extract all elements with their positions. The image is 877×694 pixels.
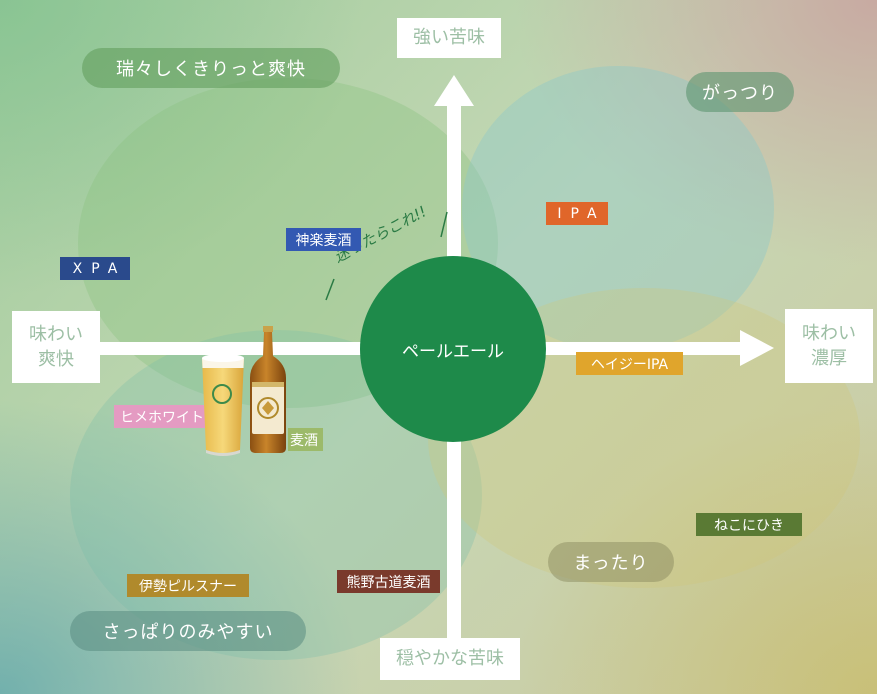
axis-label-crisp-line1: 味わい: [29, 323, 83, 345]
beer-tag-partially-hidden[interactable]: 麦酒: [288, 428, 323, 451]
annotation-mark-right: [440, 211, 448, 238]
glass-icon: [202, 354, 244, 456]
region-label-mellow: まったり: [548, 542, 674, 582]
horizontal-arrow-head-icon: [740, 330, 774, 366]
beer-tag-hime-white[interactable]: ヒメホワイト: [114, 405, 210, 428]
center-beer-pale-ale[interactable]: ペールエール: [360, 256, 546, 442]
region-label-hearty: がっつり: [686, 72, 794, 112]
axis-label-mild-bitterness: 穏やかな苦味: [380, 638, 520, 680]
axis-label-rich-line1: 味わい: [802, 322, 856, 344]
vertical-arrow-head-icon: [434, 75, 474, 106]
axis-label-rich-line2: 濃厚: [811, 348, 847, 369]
annotation-mark-left: [325, 278, 335, 301]
beer-tag-ipa[interactable]: IPA: [546, 202, 608, 225]
beer-tag-kumano-kodo[interactable]: 熊野古道麦酒: [337, 570, 440, 593]
beer-tag-ise-pilsner[interactable]: 伊勢ピルスナー: [127, 574, 249, 597]
axis-label-rich-taste: 味わい 濃厚: [785, 309, 873, 383]
region-label-crisp: 瑞々しくきりっと爽快: [82, 48, 340, 88]
axis-label-crisp-line2: 爽快: [38, 349, 74, 370]
axis-label-mild-text: 穏やかな苦味: [396, 648, 504, 670]
beer-tag-neko-ni-hiki[interactable]: ねこにひき: [696, 513, 802, 536]
axis-label-strong-bitterness: 強い苦味: [397, 18, 501, 58]
beer-tag-kagura[interactable]: 神楽麦酒: [286, 228, 361, 251]
axis-label-crisp-taste: 味わい 爽快: [12, 311, 100, 383]
bottle-icon: [250, 326, 286, 453]
center-beer-label: ペールエール: [402, 341, 504, 362]
beer-tag-hazy-ipa[interactable]: ヘイジーIPA: [576, 352, 683, 375]
axis-label-strong-text: 強い苦味: [413, 27, 485, 49]
region-label-light: さっぱりのみやすい: [70, 611, 306, 651]
beer-photo: [202, 326, 286, 456]
beer-tag-xpa[interactable]: XPA: [60, 257, 130, 280]
